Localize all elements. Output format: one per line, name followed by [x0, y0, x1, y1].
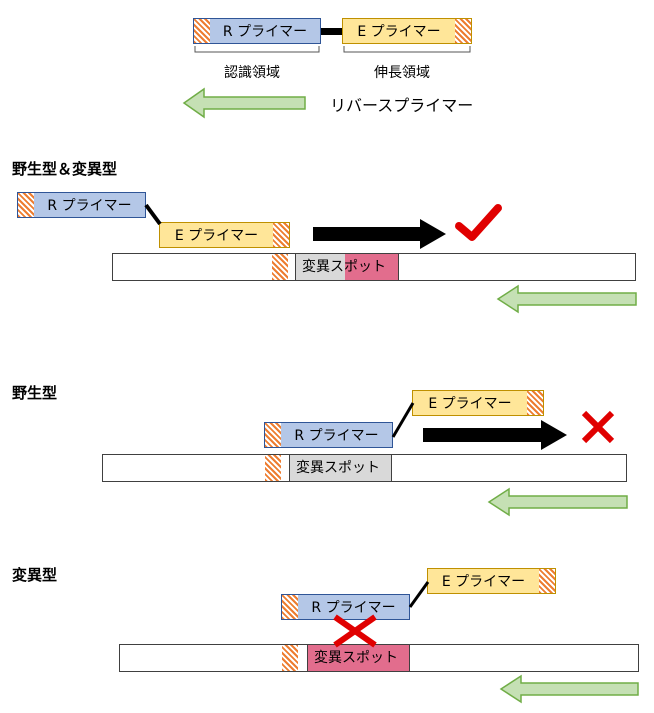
both-r-primer-label: R プライマー [47, 198, 132, 214]
legend-e-primer: E プライマー [342, 18, 472, 44]
cross-icon [333, 614, 377, 648]
arrow-left-icon [496, 284, 637, 314]
wild-r-primer-label: R プライマー [294, 428, 379, 444]
mutant-e-hatch [539, 569, 555, 593]
arrow-left-icon [487, 487, 628, 517]
arrow-left-icon [499, 674, 639, 704]
wild-e-hatch [527, 391, 543, 415]
mutant-e-primer-label: E プライマー [441, 574, 526, 590]
mutant-strand-hatch [282, 645, 298, 671]
arrow-right-icon [423, 420, 567, 450]
mutant-e-primer: E プライマー [427, 568, 556, 594]
mutant-linker [408, 581, 430, 608]
mutant-r-primer: R プライマー [281, 594, 410, 620]
reverse-primer-label: リバースプライマー [330, 96, 474, 115]
mutant-r-hatch [282, 595, 298, 619]
both-e-primer-label: E プライマー [174, 228, 259, 244]
section-wild-title: 野生型 [12, 384, 58, 402]
wild-r-primer: R プライマー [264, 422, 393, 448]
both-mutation-spot: 変異スポット [295, 253, 399, 281]
both-e-primer: E プライマー [159, 222, 290, 248]
legend-r-hatch [194, 19, 210, 43]
legend-r-primer-label: R プライマー [222, 24, 308, 40]
section-mutant-title: 変異型 [12, 566, 58, 584]
mutant-mutation-spot: 変異スポット [307, 644, 410, 672]
extension-region-label: 伸長領域 [374, 65, 430, 81]
wild-linker [391, 402, 415, 438]
both-e-hatch [273, 223, 289, 247]
cross-icon [581, 410, 615, 444]
wild-strand-hatch [265, 455, 281, 481]
both-linker [144, 203, 162, 226]
both-r-primer: R プライマー [17, 192, 146, 218]
legend-linker [321, 28, 342, 35]
arrow-right-icon [313, 219, 446, 249]
recognition-region-label: 認識領域 [224, 65, 280, 81]
wild-e-primer: E プライマー [412, 390, 544, 416]
extension-bracket [343, 46, 471, 53]
arrow-left-icon [182, 87, 306, 119]
wild-r-hatch [265, 423, 281, 447]
legend-e-primer-label: E プライマー [357, 24, 441, 40]
wild-mutation-spot: 変異スポット [289, 454, 392, 482]
both-r-hatch [18, 193, 34, 217]
both-strand-hatch [272, 254, 288, 280]
section-both-title: 野生型＆変異型 [12, 160, 118, 178]
recognition-bracket [194, 46, 320, 53]
mutant-r-primer-label: R プライマー [311, 600, 396, 616]
legend-r-primer: R プライマー [193, 18, 321, 44]
checkmark-icon [455, 204, 502, 241]
legend-e-hatch [455, 19, 471, 43]
wild-e-primer-label: E プライマー [428, 396, 512, 412]
